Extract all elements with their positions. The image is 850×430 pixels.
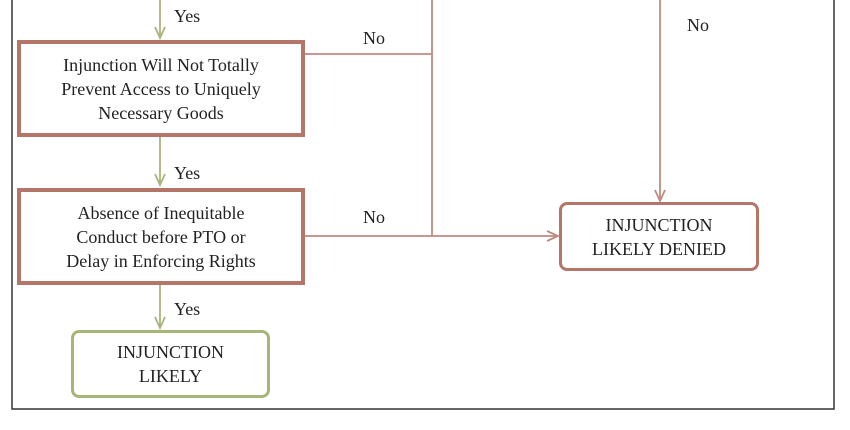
box-line: INJUNCTION — [117, 342, 224, 362]
box-line: Conduct before PTO or — [76, 226, 246, 247]
box-line: Prevent Access to Uniquely — [61, 78, 261, 99]
outcome-box-injunction-denied: INJUNCTION LIKELY DENIED — [559, 202, 759, 271]
box-line: Delay in Enforcing Rights — [66, 250, 256, 271]
box-line: Necessary Goods — [98, 102, 224, 123]
edge-label-no: No — [687, 15, 709, 35]
outcome-box-injunction-likely: INJUNCTION LIKELY — [71, 330, 270, 398]
box-line: LIKELY — [138, 366, 203, 386]
edge-label-no: No — [363, 28, 385, 48]
box-line: Absence of Inequitable — [77, 202, 245, 223]
frame-border — [11, 0, 835, 410]
box-line: LIKELY DENIED — [592, 238, 726, 259]
edge-label-yes: Yes — [174, 6, 201, 26]
edge-label-yes: Yes — [174, 299, 201, 319]
edge-label-yes: Yes — [174, 163, 201, 183]
edge-label-no: No — [363, 207, 385, 227]
box-line: INJUNCTION — [605, 214, 713, 235]
decision-box-prevent-access: Injunction Will Not Totally Prevent Acce… — [17, 40, 305, 137]
decision-box-inequitable-conduct: Absence of Inequitable Conduct before PT… — [17, 188, 305, 285]
box-line: Injunction Will Not Totally — [63, 54, 259, 75]
